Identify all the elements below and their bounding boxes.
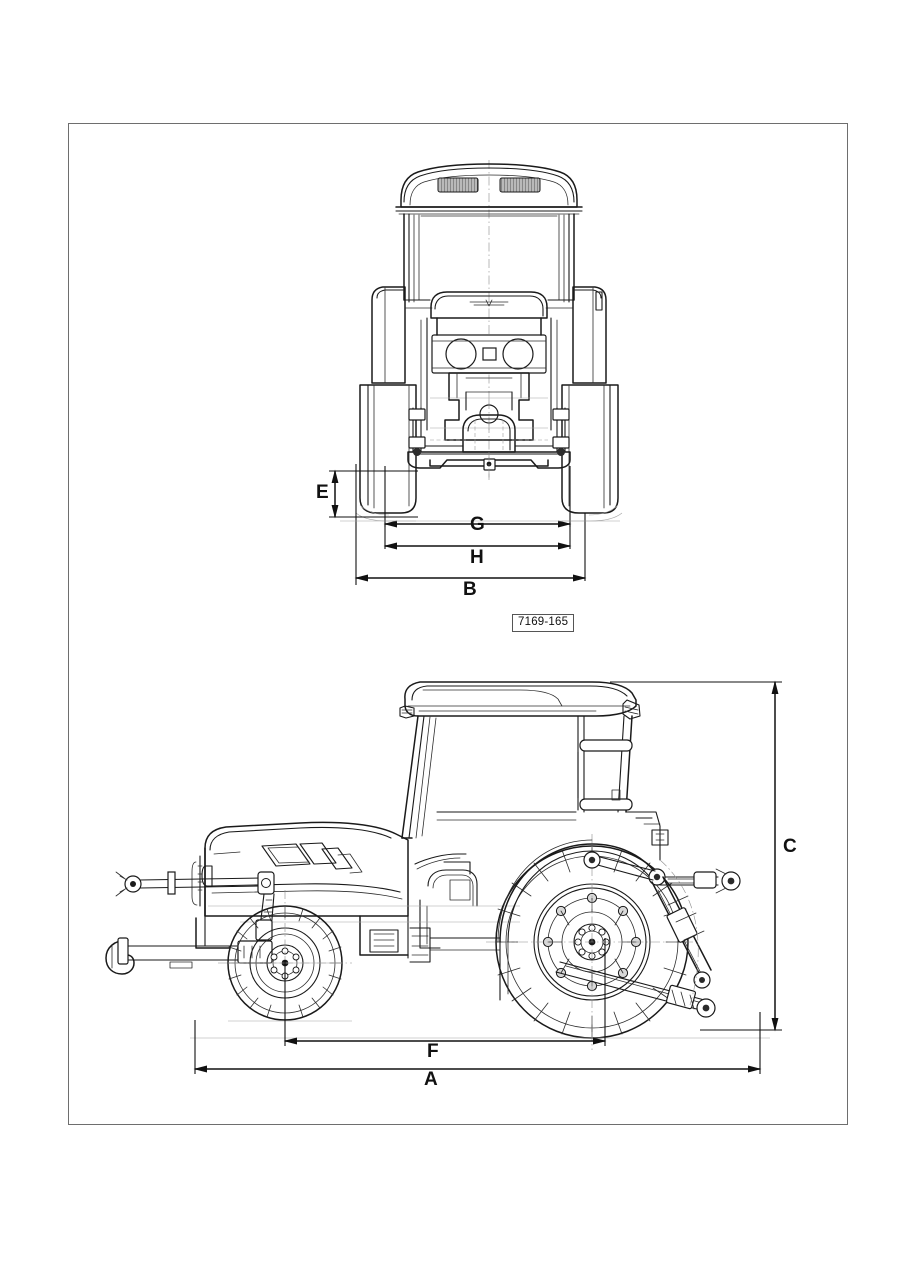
rear-fender-side <box>497 839 656 1001</box>
side-view-dimension-lines <box>193 680 782 1074</box>
cab-handle-lower <box>579 798 633 811</box>
cab-handle-upper <box>579 739 633 752</box>
cab-roof-rear <box>395 163 583 215</box>
three-point-linkage-rear <box>408 391 570 456</box>
roof-light-rear <box>622 699 641 720</box>
front-hitch-assembly <box>105 871 275 975</box>
rear-fenders <box>371 286 607 384</box>
roof-worklight-left <box>437 177 479 193</box>
dimension-label-A: A <box>424 1069 439 1090</box>
dimension-label-B: B <box>463 579 478 600</box>
dimension-label-F: F <box>427 1041 439 1062</box>
three-point-linkage-side <box>555 851 741 1018</box>
cab-body-side <box>401 715 633 839</box>
hood-louvre-2 <box>299 842 337 865</box>
chassis-side <box>195 905 520 963</box>
rear-view-dimension-lines <box>329 464 620 585</box>
drawing-frame-border <box>68 123 848 1125</box>
dimension-label-H: H <box>470 547 485 568</box>
cab-interior <box>414 853 478 949</box>
dimension-label-G: G <box>470 514 486 535</box>
side-view-group <box>105 680 782 1074</box>
rear-view-group <box>329 160 623 585</box>
rear-transmission-housing <box>407 291 571 480</box>
cab-rear-window <box>403 213 575 303</box>
headlamp <box>201 865 213 887</box>
hood-louvre-1 <box>261 843 311 867</box>
cab-roof-side <box>399 681 641 720</box>
rear-body-side <box>625 811 669 861</box>
dimension-label-C: C <box>783 836 798 857</box>
hood-side <box>191 821 409 917</box>
hood-louvre-3 <box>321 847 353 870</box>
drawing-number-box: 7169-165 <box>512 614 575 632</box>
steering-wheel <box>414 853 467 865</box>
dimension-label-E: E <box>316 482 329 503</box>
roof-light-front <box>399 705 415 719</box>
pto-guard <box>462 414 516 453</box>
roof-worklight-right <box>499 177 541 193</box>
rear-wheels-rear-view <box>355 384 623 522</box>
